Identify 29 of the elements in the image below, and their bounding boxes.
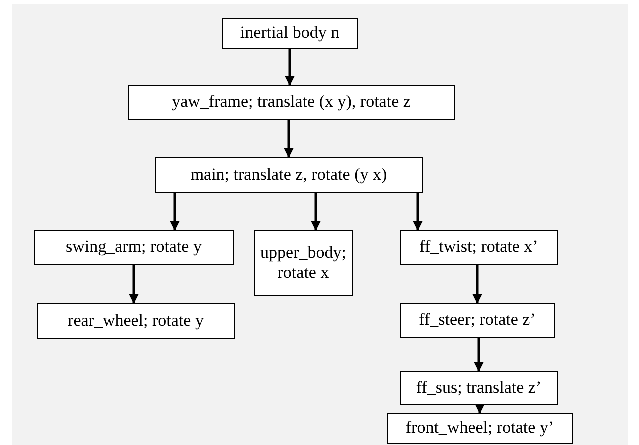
arrow	[413, 193, 423, 231]
frame-box	[222, 18, 358, 49]
frame-box	[128, 85, 455, 120]
frame-label: ff_steer; rotate z’	[419, 310, 536, 331]
frame-box	[400, 371, 558, 405]
arrow	[285, 49, 295, 86]
frame-box	[387, 413, 573, 444]
frame-label: rear_wheel; rotate y	[68, 310, 204, 332]
arrow	[170, 193, 180, 231]
arrow	[129, 265, 139, 304]
arrow	[311, 193, 321, 231]
arrow	[472, 265, 482, 304]
frame-label: inertial body n	[240, 23, 340, 44]
frame-box	[155, 157, 423, 193]
frame-box	[254, 230, 353, 296]
arrow	[474, 338, 484, 372]
frame-label: upper_body; rotate x	[260, 242, 348, 284]
frame-box	[34, 230, 234, 265]
frame-label: main; translate z, rotate (y x)	[190, 164, 388, 186]
frame-label: front_wheel; rotate y’	[406, 418, 554, 439]
arrow	[475, 404, 485, 414]
frame-box	[400, 303, 555, 338]
frame-label: swing_arm; rotate y	[66, 237, 202, 258]
arrow	[284, 120, 294, 158]
frame-label: yaw_frame; translate (x y), rotate z	[172, 92, 411, 113]
frame-box	[400, 230, 558, 265]
frame-label: ff_sus; translate z’	[416, 378, 542, 398]
frame-label: ff_twist; rotate x’	[420, 237, 538, 258]
frame-box	[37, 303, 235, 339]
